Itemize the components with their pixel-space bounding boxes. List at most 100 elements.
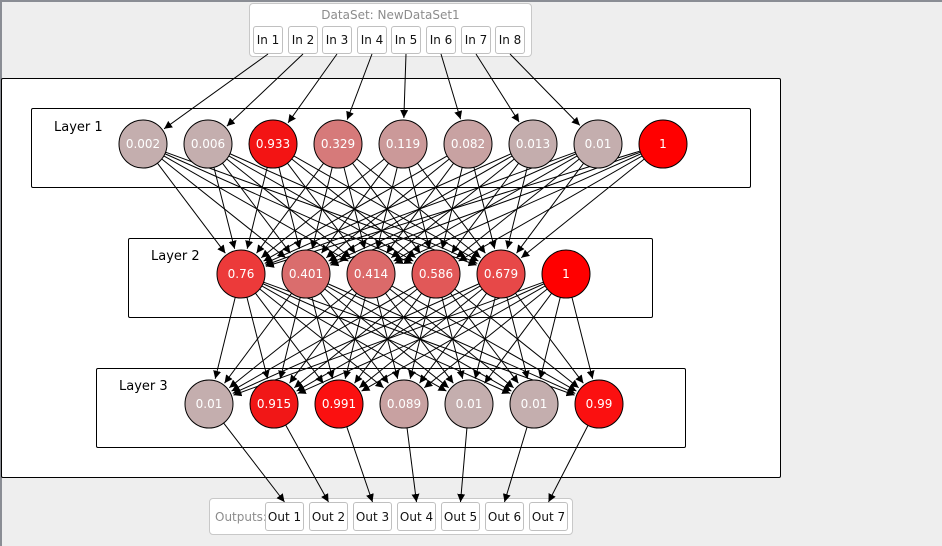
neuron-value: 0.082 xyxy=(451,137,485,151)
weight-edge xyxy=(256,162,325,254)
neuron-value: 0.933 xyxy=(256,137,290,151)
weight-edge xyxy=(441,297,465,379)
neuron-node[interactable]: 0.329 xyxy=(313,119,363,169)
weight-edge xyxy=(263,155,448,262)
input-box-2[interactable]: In 2 xyxy=(288,26,318,54)
neuron-value: 0.006 xyxy=(191,137,225,151)
output-box-7[interactable]: Out 7 xyxy=(529,502,568,531)
neuron-circle xyxy=(638,119,688,169)
output-edge xyxy=(457,427,468,503)
output-edge xyxy=(285,424,329,503)
neuron-circle xyxy=(411,249,461,299)
weight-edge xyxy=(232,283,480,394)
input-box-3[interactable]: In 3 xyxy=(322,26,352,54)
neuron-node[interactable]: 0.082 xyxy=(443,119,493,169)
neuron-value: 0.01 xyxy=(585,137,612,151)
neuron-circle xyxy=(541,249,591,299)
input-box-1[interactable]: In 1 xyxy=(253,26,283,54)
output-box-1[interactable]: Out 1 xyxy=(265,502,304,531)
weight-edge xyxy=(226,158,351,259)
input-edge xyxy=(163,53,269,130)
neuron-node[interactable]: 0.933 xyxy=(248,119,298,169)
neuron-circle xyxy=(476,249,526,299)
layer-2-label: Layer 2 xyxy=(151,249,200,264)
neuron-node[interactable]: 0.76 xyxy=(216,249,266,299)
bias-node[interactable]: 1 xyxy=(638,119,688,169)
weight-edge xyxy=(361,285,546,392)
weight-edge xyxy=(222,162,291,254)
weight-edge xyxy=(417,162,486,254)
neuron-value: 0.002 xyxy=(126,137,160,151)
input-edge xyxy=(346,53,373,120)
weight-edge xyxy=(376,297,400,379)
neuron-node[interactable]: 0.006 xyxy=(183,119,233,169)
neuron-circle xyxy=(346,249,396,299)
neuron-value: 0.01 xyxy=(456,397,483,411)
weight-edge xyxy=(245,167,268,249)
weight-edge xyxy=(278,167,302,249)
neuron-node[interactable]: 0.99 xyxy=(574,379,624,429)
input-edge xyxy=(287,53,338,124)
neuron-value: 0.329 xyxy=(321,137,355,151)
neuron-node[interactable]: 0.01 xyxy=(184,379,234,429)
neuron-value: 0.01 xyxy=(521,397,548,411)
input-box-4[interactable]: In 4 xyxy=(357,26,387,54)
neuron-node[interactable]: 0.013 xyxy=(508,119,558,169)
neuron-node[interactable]: 0.01 xyxy=(573,119,623,169)
outputs-label: Outputs: xyxy=(215,510,267,524)
input-box-7[interactable]: In 7 xyxy=(461,26,491,54)
output-edge xyxy=(406,427,420,503)
input-box-6[interactable]: In 6 xyxy=(426,26,456,54)
weight-edge xyxy=(231,285,416,392)
weight-edge xyxy=(260,158,385,259)
input-edge xyxy=(440,53,463,120)
neuron-node[interactable]: 0.586 xyxy=(411,249,461,299)
neuron-node[interactable]: 0.679 xyxy=(476,249,526,299)
neuron-value: 0.99 xyxy=(586,397,613,411)
input-box-5[interactable]: In 5 xyxy=(391,26,421,54)
neuron-value: 0.679 xyxy=(484,267,518,281)
output-box-6[interactable]: Out 6 xyxy=(485,502,524,531)
neuron-circle xyxy=(444,379,494,429)
output-edge xyxy=(223,422,285,503)
neuron-node[interactable]: 0.002 xyxy=(118,119,168,169)
neuron-node[interactable]: 0.01 xyxy=(509,379,559,429)
neuron-node[interactable]: 0.991 xyxy=(314,379,364,429)
weight-edge xyxy=(297,283,545,394)
output-box-2[interactable]: Out 2 xyxy=(309,502,348,531)
neuron-node[interactable]: 0.915 xyxy=(249,379,299,429)
neuron-circle xyxy=(443,119,493,169)
weight-edge xyxy=(454,288,579,389)
weight-edge xyxy=(228,288,353,389)
neuron-value: 1 xyxy=(659,137,667,151)
weight-edge xyxy=(505,167,528,249)
output-box-4[interactable]: Out 4 xyxy=(397,502,436,531)
weight-edge xyxy=(311,297,335,379)
neuron-node[interactable]: 0.401 xyxy=(281,249,331,299)
output-box-3[interactable]: Out 3 xyxy=(353,502,392,531)
neuron-node[interactable]: 0.089 xyxy=(379,379,429,429)
weight-edge xyxy=(538,297,561,379)
weight-edge xyxy=(343,167,367,249)
neuron-node[interactable]: 0.414 xyxy=(346,249,396,299)
neuron-value: 0.119 xyxy=(386,137,420,151)
neuron-circle xyxy=(216,249,266,299)
weight-edge xyxy=(458,155,643,262)
neuron-circle xyxy=(118,119,168,169)
input-box-8[interactable]: In 8 xyxy=(495,26,525,54)
neuron-node[interactable]: 0.119 xyxy=(378,119,428,169)
neuron-circle xyxy=(249,379,299,429)
weight-edge xyxy=(310,167,333,249)
neuron-circle xyxy=(378,119,428,169)
bias-node[interactable]: 1 xyxy=(541,249,591,299)
layer-3-label: Layer 3 xyxy=(119,379,168,394)
output-box-5[interactable]: Out 5 xyxy=(441,502,480,531)
neuron-value: 0.401 xyxy=(289,267,323,281)
neuron-node[interactable]: 0.01 xyxy=(444,379,494,429)
weight-edge xyxy=(343,297,366,379)
input-edge xyxy=(475,53,520,123)
neuron-circle xyxy=(314,379,364,429)
weight-edge xyxy=(515,292,584,384)
neuron-value: 1 xyxy=(562,267,570,281)
neuron-circle xyxy=(313,119,363,169)
